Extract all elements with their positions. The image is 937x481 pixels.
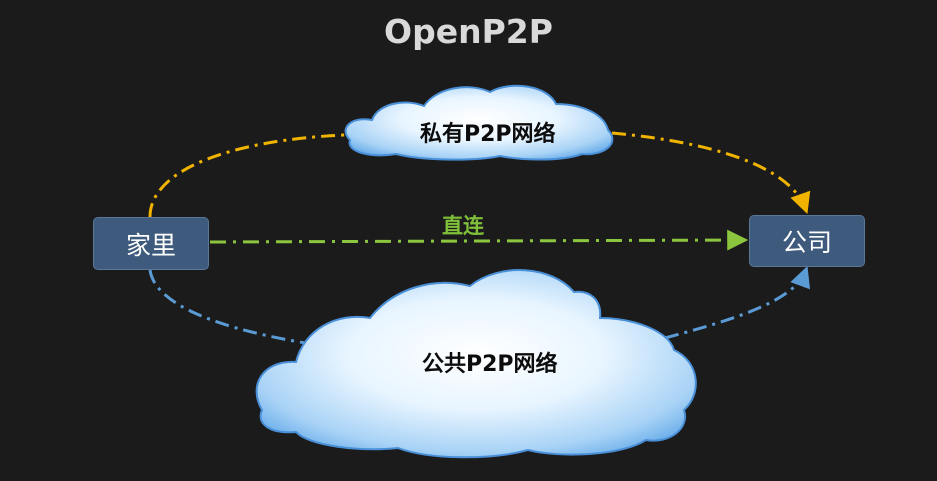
- office-node: 公司: [749, 215, 865, 267]
- office-node-label: 公司: [781, 228, 832, 257]
- private-path-left: [148, 133, 346, 218]
- public-path-left: [148, 269, 319, 347]
- private-path-right: [611, 131, 811, 214]
- public-cloud-label: 公共P2P网络: [422, 352, 558, 377]
- home-node: 家里: [93, 217, 209, 270]
- diagram-title: OpenP2P: [384, 12, 553, 51]
- home-node-label: 家里: [125, 230, 176, 260]
- public-cloud-icon: [255, 269, 697, 459]
- private-cloud-icon: [344, 84, 614, 161]
- public-path-right: [664, 266, 811, 340]
- private-cloud-label: 私有P2P网络: [420, 122, 556, 147]
- direct-link-label: 直连: [442, 214, 484, 238]
- direct-path: [209, 229, 749, 251]
